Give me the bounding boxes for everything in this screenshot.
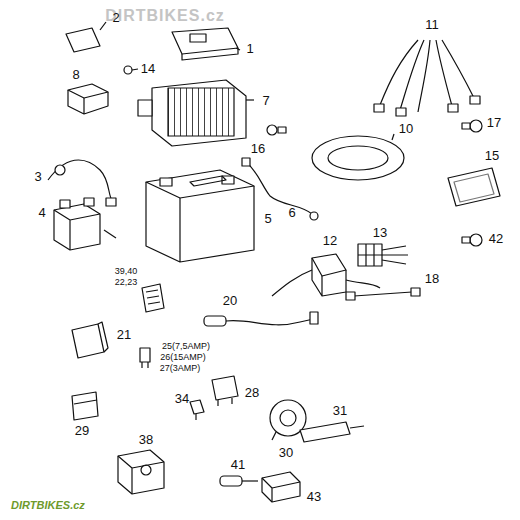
callout-number: 16 [251, 142, 265, 155]
callout-number: 1 [246, 42, 253, 55]
callout-number: 8 [72, 68, 79, 81]
callout-number: 13 [373, 226, 387, 239]
callout-number: 2 [112, 11, 119, 24]
callout-number: 10 [399, 122, 413, 135]
callout-number: 26(15AMP) [160, 353, 206, 362]
callout-number: 14 [141, 62, 155, 75]
callout-number: 5 [264, 212, 271, 225]
callout-number: 25(7,5AMP) [162, 342, 210, 351]
callout-number: 4 [38, 206, 45, 219]
callout-number: 15 [485, 149, 499, 162]
watermark: DIRTBIKES.cz [105, 8, 225, 24]
callout-number: 12 [323, 234, 337, 247]
callout-number: 21 [117, 328, 131, 341]
callout-number: 7 [262, 94, 269, 107]
callout-number: 30 [279, 446, 293, 459]
callout-number: 6 [288, 206, 295, 219]
callout-number: 27(3AMP) [160, 364, 201, 373]
callout-number: 3 [34, 170, 41, 183]
watermark: DIRTBIKES.cz [11, 500, 85, 511]
callout-number: 28 [245, 386, 259, 399]
callout-number: 43 [307, 490, 321, 503]
callout-number: 38 [139, 433, 153, 446]
callout-number: 20 [223, 294, 237, 307]
callout-number: 11 [425, 18, 439, 31]
callout-number: 17 [487, 116, 501, 129]
callout-number: 34 [175, 392, 189, 405]
callout-number: 39,40 [115, 267, 138, 276]
callout-number: 41 [231, 458, 245, 471]
callout-number: 22,23 [115, 278, 138, 287]
callout-number: 31 [333, 404, 347, 417]
callout-number: 42 [489, 232, 503, 245]
callout-number: 29 [75, 424, 89, 437]
callout-number: 18 [425, 272, 439, 285]
